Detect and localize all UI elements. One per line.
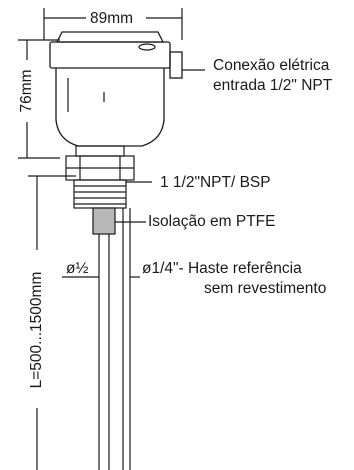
housing-neck: [75, 145, 125, 157]
housing-cap: [55, 31, 165, 43]
reference-rod-label-line2: sem revestimento: [204, 280, 327, 297]
ptfe-insulation: [92, 207, 116, 235]
width-dimension-label: 89mm: [90, 10, 134, 27]
cable-entry: [169, 51, 183, 79]
housing-body: [55, 68, 165, 147]
height-dimension-label: 76mm: [18, 69, 35, 113]
reference-rod-label-line1: ø1/4"- Haste referência: [142, 260, 302, 277]
housing-screw: [138, 43, 156, 51]
connection-label-line1: Conexão elétrica: [213, 57, 330, 74]
thread-label: 1 1/2"NPT/ BSP: [160, 174, 271, 191]
length-dimension-label: L=500...1500mm: [28, 271, 45, 389]
insulation-label: Isolação em PTFE: [148, 213, 276, 230]
connection-label-line2: entrada 1/2" NPT: [213, 77, 333, 94]
housing-lid: [49, 41, 171, 69]
rod-diameter-label: ø½: [66, 260, 89, 277]
